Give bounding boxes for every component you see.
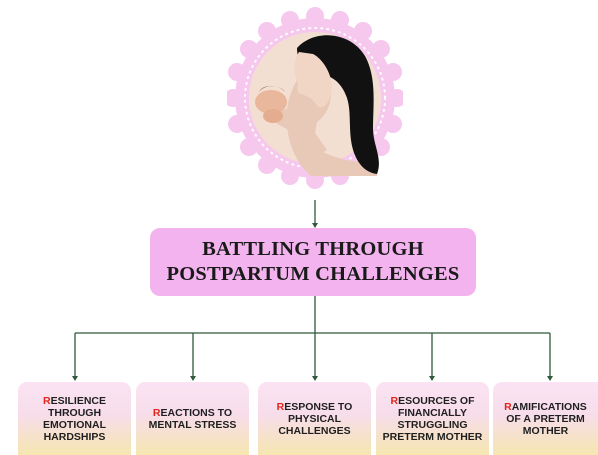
branch-arrow-4 — [429, 376, 435, 381]
branch-arrow-3 — [312, 376, 318, 381]
branch-arrow-1 — [72, 376, 78, 381]
branch-initial: R — [390, 395, 398, 407]
branch-label: ESOURCES OF FINANCIALLY STRUGGLING PRETE… — [383, 395, 483, 443]
branch-label: ESPONSE TO PHYSICAL CHALLENGES — [278, 401, 352, 437]
branch-arrow-2 — [190, 376, 196, 381]
mother-baby-illustration — [227, 6, 403, 198]
branch-label: AMIFICATIONS OF A PRETERM MOTHER — [506, 401, 587, 437]
branch-card-ramifications: RAMIFICATIONS OF A PRETERM MOTHER — [493, 382, 598, 455]
branch-label: EACTIONS TO MENTAL STRESS — [149, 407, 237, 431]
branch-card-resilience: RESILIENCE THROUGH EMOTIONAL HARDSHIPS — [18, 382, 131, 455]
branch-initial: R — [43, 395, 51, 407]
title-line-2: POSTPARTUM CHALLENGES — [167, 262, 460, 287]
title-line-1: BATTLING THROUGH — [202, 237, 424, 262]
branch-card-resources: RESOURCES OF FINANCIALLY STRUGGLING PRET… — [376, 382, 489, 455]
branch-initial: R — [153, 407, 161, 419]
branch-initial: R — [504, 401, 512, 413]
branch-card-response: RESPONSE TO PHYSICAL CHALLENGES — [258, 382, 371, 455]
branch-arrow-5 — [547, 376, 553, 381]
central-title-node: BATTLING THROUGH POSTPARTUM CHALLENGES — [150, 228, 476, 296]
branch-label: ESILIENCE THROUGH EMOTIONAL HARDSHIPS — [43, 395, 106, 443]
branch-card-reactions: REACTIONS TO MENTAL STRESS — [136, 382, 249, 455]
